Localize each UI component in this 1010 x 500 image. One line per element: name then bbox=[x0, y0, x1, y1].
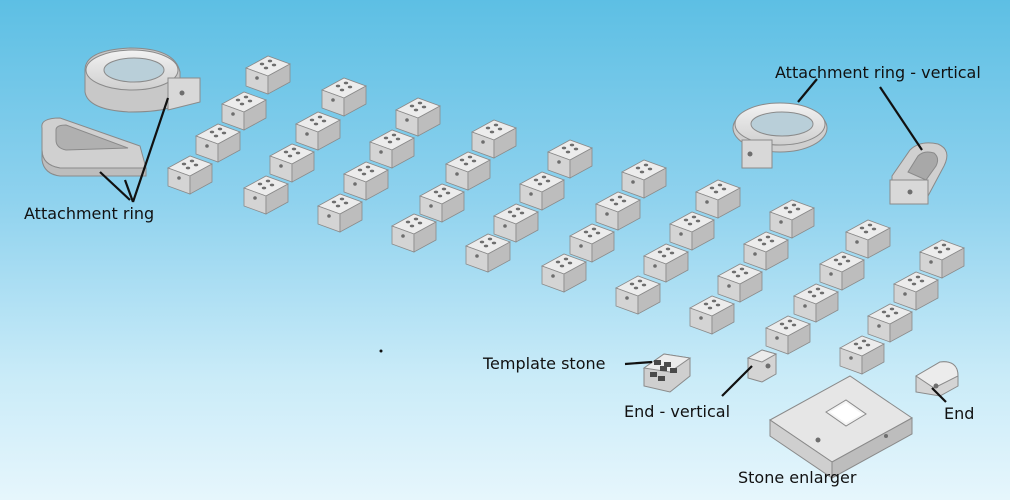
label-template-stone: Template stone bbox=[483, 354, 606, 373]
stone-block bbox=[769, 199, 815, 239]
leader-line-end-vertical bbox=[721, 365, 753, 397]
stone-block bbox=[343, 161, 389, 201]
stone-block bbox=[669, 211, 715, 251]
leader-line-end bbox=[931, 387, 947, 403]
label-end: End bbox=[944, 404, 975, 423]
stone-block bbox=[317, 193, 363, 233]
end-part bbox=[915, 361, 959, 397]
stone-block bbox=[445, 151, 491, 191]
stone-block bbox=[689, 295, 735, 335]
stone-block bbox=[167, 155, 213, 195]
template-stone-part bbox=[642, 353, 692, 393]
stone-block bbox=[867, 303, 913, 343]
leader-line-attachment-ring-b bbox=[131, 97, 170, 203]
stone-block bbox=[391, 213, 437, 253]
end-vertical-part bbox=[746, 349, 778, 383]
leader-line-ring-vertical-b bbox=[879, 86, 923, 151]
stone-block bbox=[419, 183, 465, 223]
attachment-ring-part bbox=[84, 47, 201, 113]
stone-enlarger-part bbox=[769, 375, 913, 479]
leader-line-attachment-ring-a bbox=[123, 179, 135, 203]
stone-block bbox=[321, 77, 367, 117]
leader-line-attachment-ring-c bbox=[99, 171, 131, 201]
stone-block bbox=[295, 111, 341, 151]
stone-block bbox=[395, 97, 441, 137]
attachment-ring-vertical-small-part bbox=[889, 142, 948, 205]
stone-block bbox=[471, 119, 517, 159]
stone-block bbox=[221, 91, 267, 131]
stone-block bbox=[643, 243, 689, 283]
stone-block bbox=[717, 263, 763, 303]
stone-block bbox=[595, 191, 641, 231]
stone-block bbox=[541, 253, 587, 293]
stone-block bbox=[569, 223, 615, 263]
stone-block bbox=[547, 139, 593, 179]
stone-block bbox=[793, 283, 839, 323]
stone-block bbox=[695, 179, 741, 219]
label-attachment-ring: Attachment ring bbox=[24, 204, 155, 223]
stone-block bbox=[621, 159, 667, 199]
stone-block bbox=[243, 175, 289, 215]
stone-block bbox=[615, 275, 661, 315]
stone-block bbox=[269, 143, 315, 183]
stone-block bbox=[743, 231, 789, 271]
label-stone-enlarger: Stone enlarger bbox=[738, 468, 857, 487]
leader-line-template-stone bbox=[624, 360, 653, 366]
leader-lines bbox=[99, 78, 947, 403]
stone-block bbox=[765, 315, 811, 355]
stone-array bbox=[167, 55, 965, 375]
leader-line-ring-vertical-a bbox=[797, 78, 818, 103]
label-end-vertical: End - vertical bbox=[624, 402, 731, 421]
stone-block bbox=[839, 335, 885, 375]
stone-block bbox=[893, 271, 939, 311]
attachment-ring-flat-part bbox=[41, 117, 147, 177]
stone-block bbox=[845, 219, 891, 259]
stone-block bbox=[465, 233, 511, 273]
stone-block bbox=[493, 203, 539, 243]
stone-block bbox=[195, 123, 241, 163]
stone-block bbox=[519, 171, 565, 211]
stone-block bbox=[819, 251, 865, 291]
attachment-ring-vertical-part bbox=[732, 102, 828, 169]
stray-dot bbox=[379, 349, 383, 353]
stone-block bbox=[919, 239, 965, 279]
stone-block bbox=[245, 55, 291, 95]
label-attachment-ring-vertical: Attachment ring - vertical bbox=[775, 63, 981, 82]
stone-block bbox=[369, 129, 415, 169]
